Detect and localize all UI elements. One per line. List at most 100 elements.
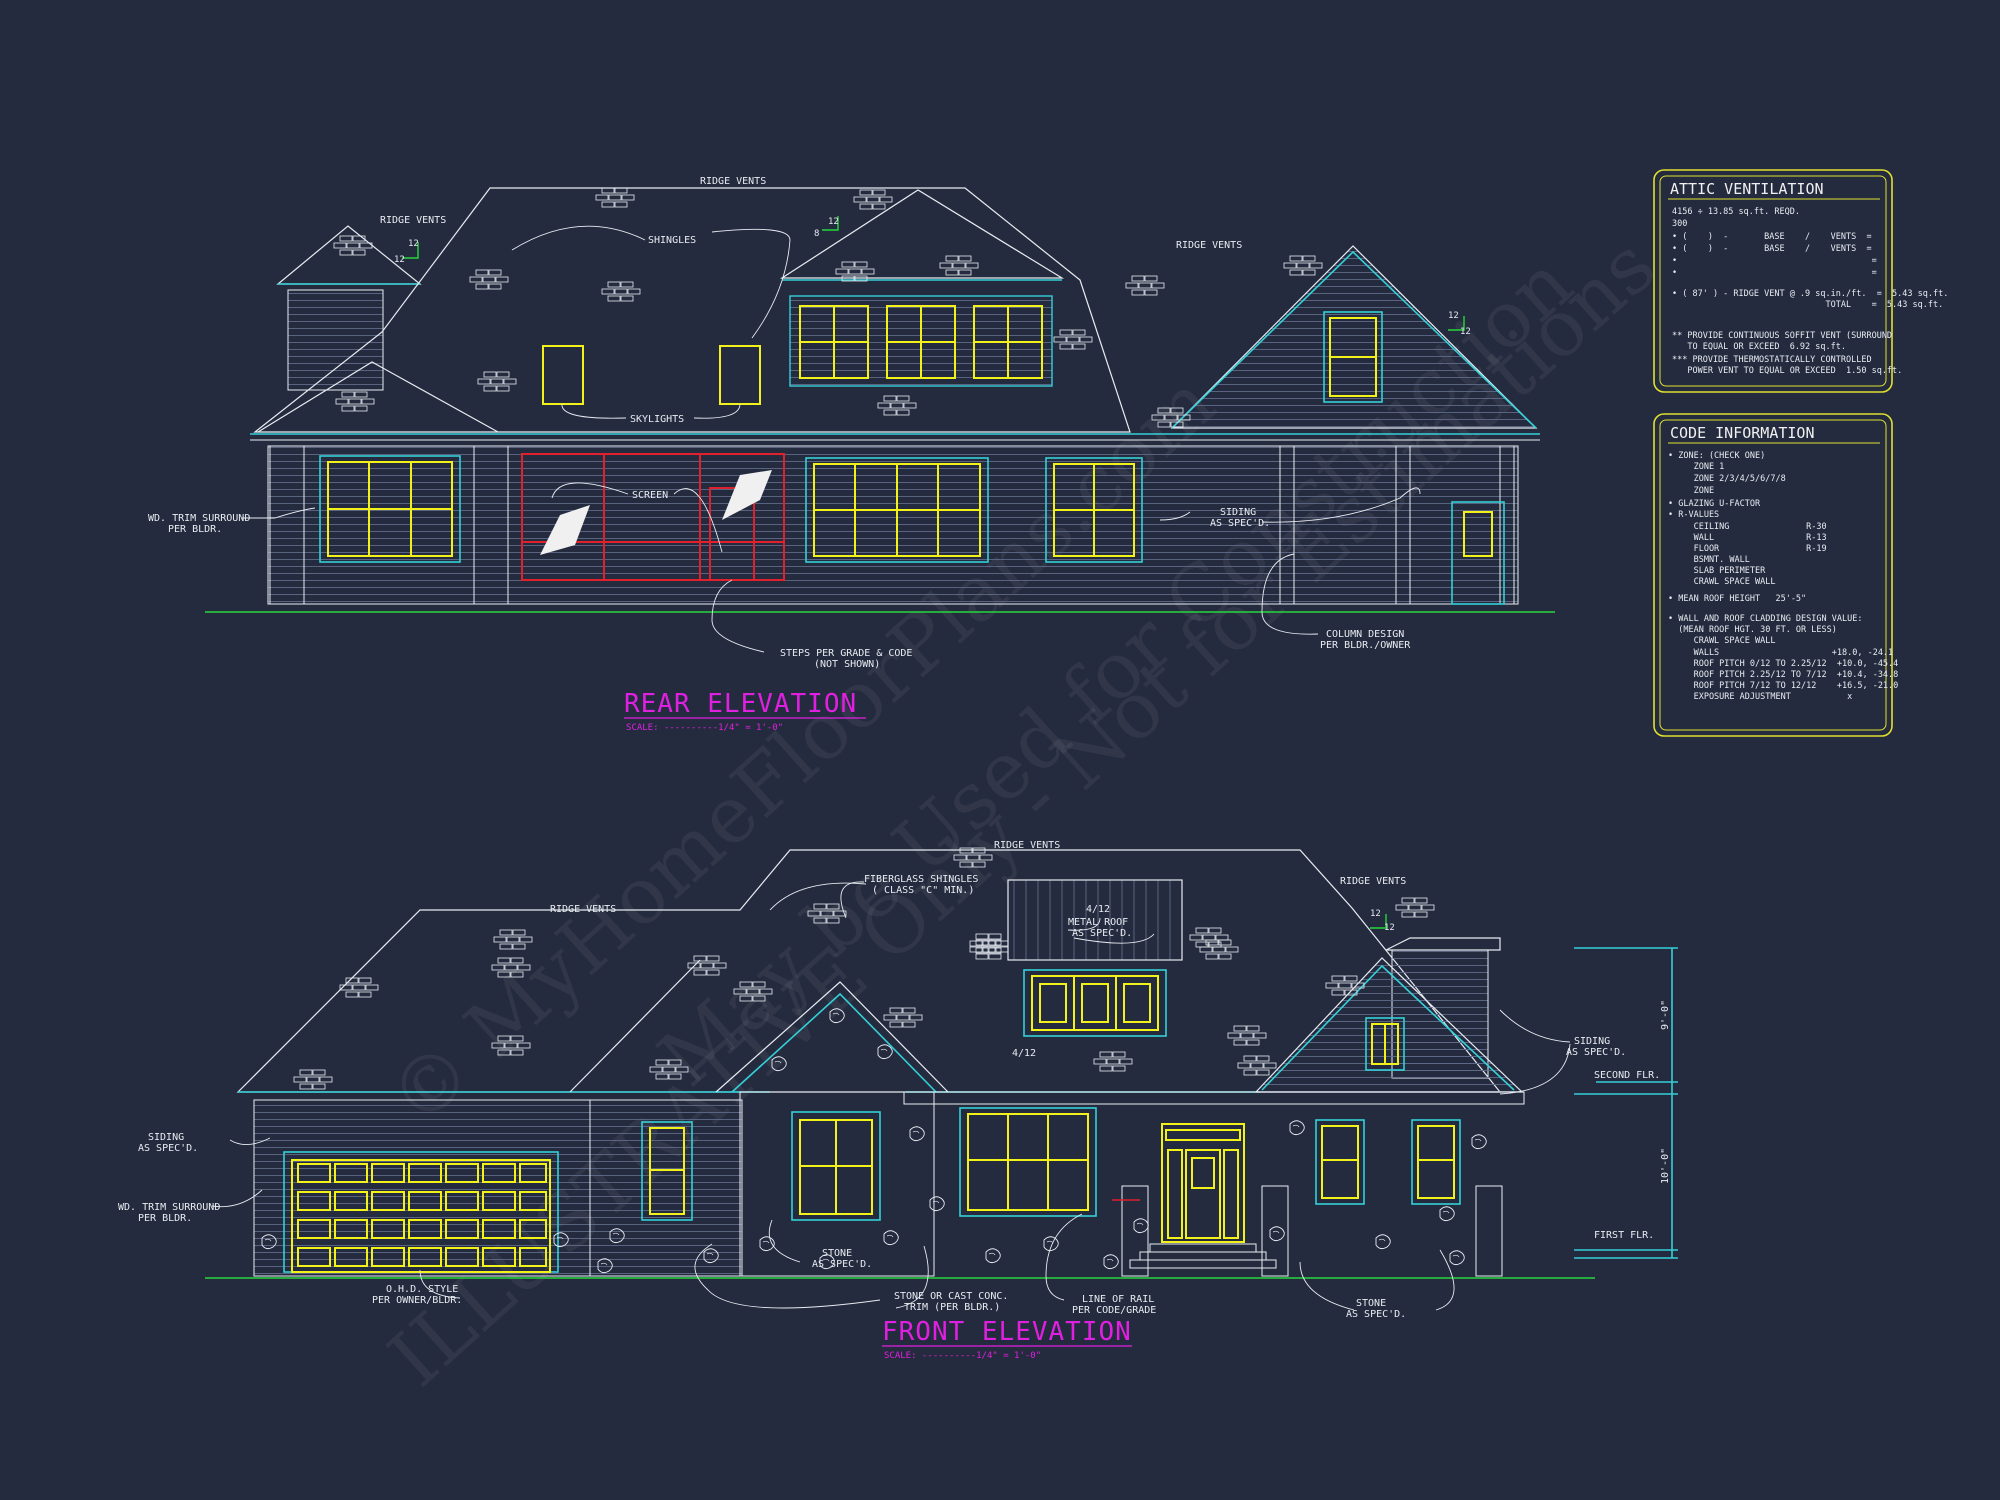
front-elevation-scale: SCALE: ----------1/4" = 1'-0": [884, 1351, 1041, 1361]
front-porch: [903, 1091, 1525, 1277]
rear-note-trim-2: PER BLDR.: [168, 524, 222, 535]
front-note-ridge-vents-top: RIDGE VENTS: [994, 840, 1060, 851]
rear-elevation: 12 12 8 12 12 12 RIDGE VENTS RIDGE VENTS: [148, 176, 1555, 733]
front-note-second-flr: SECOND FLR.: [1594, 1070, 1660, 1081]
front-note-ohd-2: PER OWNER/BLDR.: [372, 1295, 462, 1306]
front-note-trim-2: PER BLDR.: [138, 1213, 192, 1224]
rear-note-ridge-vents-right: RIDGE VENTS: [1176, 240, 1242, 251]
attic-line-9: ** PROVIDE CONTINUOUS SOFFIT VENT (SURRO…: [1672, 331, 1892, 341]
code-line-5: • R-VALUES: [1668, 510, 1719, 520]
front-note-ohd-1: O.H.D. STYLE: [386, 1284, 458, 1295]
front-note-metal-2: METAL ROOF: [1068, 917, 1128, 928]
rear-leaders: [242, 225, 1421, 653]
rear-note-skylights: SKYLIGHTS: [630, 414, 684, 425]
code-line-9: BSMNT. WALL: [1668, 555, 1750, 565]
code-line-15: • WALL AND ROOF CLADDING DESIGN VALUE:: [1668, 614, 1862, 624]
rear-pitch-markers: 12 12 8 12 12 12: [394, 216, 1471, 337]
rear-columns: [269, 445, 1515, 605]
front-height-dimensions: 9'-0" 10'-0": [1574, 947, 1678, 1259]
rear-window-left: [319, 455, 461, 563]
rear-dormer-windows: [799, 305, 1043, 379]
code-line-4: • GLAZING U-FACTOR: [1668, 499, 1761, 509]
front-note-stonecast-2: TRIM (PER BLDR.): [904, 1302, 1000, 1313]
front-note-ridge-vents-left: RIDGE VENTS: [550, 904, 616, 915]
front-metal-roof-dormer: [1007, 879, 1183, 1037]
rear-note-column-1: COLUMN DESIGN: [1326, 629, 1404, 640]
rear-note-siding-1: SIDING: [1220, 507, 1256, 518]
attic-ventilation-title: ATTIC VENTILATION: [1670, 180, 1824, 198]
code-line-17: CRAWL SPACE WALL: [1668, 636, 1775, 646]
code-line-18: WALLS +18.0, -24.1: [1668, 648, 1893, 658]
front-note-metal-3: AS SPEC'D.: [1072, 928, 1132, 939]
rear-main-roof: [253, 187, 1131, 433]
code-line-22: EXPOSURE ADJUSTMENT x: [1668, 692, 1852, 702]
code-line-11: CRAWL SPACE WALL: [1668, 577, 1775, 587]
front-note-pitch-412: 4/12: [1012, 1048, 1036, 1059]
front-window-right-2: [1411, 1119, 1461, 1205]
attic-line-11: *** PROVIDE THERMOSTATICALLY CONTROLLED: [1672, 355, 1872, 365]
front-note-fiberglass-1: FIBERGLASS SHINGLES: [864, 874, 978, 885]
rear-right-gable: [1170, 245, 1538, 429]
attic-line-3: • ( ) - BASE / VENTS =: [1672, 244, 1872, 254]
front-note-ridge-vents-right: RIDGE VENTS: [1340, 876, 1406, 887]
rear-note-siding-2: AS SPEC'D.: [1210, 518, 1270, 529]
svg-text:8: 8: [814, 229, 819, 239]
front-note-metal-1: 4/12: [1086, 904, 1110, 915]
attic-line-0: 4156 ÷ 13.85 sq.ft. REQD.: [1672, 207, 1800, 217]
rear-note-column-2: PER BLDR./OWNER: [1320, 640, 1411, 651]
code-line-16: (MEAN ROOF HGT. 30 FT. OR LESS): [1668, 625, 1837, 635]
front-elevation: 12 12 9'-0" 10'-0": [118, 840, 1678, 1361]
rear-screen-porch: [521, 453, 785, 581]
code-line-6: CEILING R-30: [1668, 522, 1827, 532]
code-line-21: ROOF PITCH 7/12 TO 12/12 +16.5, -21.0: [1668, 681, 1898, 691]
code-line-8: FLOOR R-19: [1668, 544, 1827, 554]
attic-line-1: 300: [1672, 219, 1687, 229]
rear-note-ridge-vents-top: RIDGE VENTS: [700, 176, 766, 187]
code-line-3: ZONE: [1668, 486, 1714, 496]
attic-line-4: • =: [1672, 256, 1877, 266]
dimension-lower: 10'-0": [1660, 1148, 1671, 1184]
code-line-2: ZONE 2/3/4/5/6/7/8: [1668, 474, 1786, 484]
attic-line-10: TO EQUAL OR EXCEED 6.92 sq.ft.: [1672, 342, 1846, 352]
front-pitch-markers: 12 12: [1370, 909, 1395, 933]
front-note-stone-mid-2: AS SPEC'D.: [812, 1259, 872, 1270]
rear-main-wall: [267, 445, 1519, 605]
rear-note-screen: SCREEN: [632, 490, 668, 501]
svg-text:12: 12: [1448, 311, 1459, 321]
code-line-13: • MEAN ROOF HEIGHT 25'-5": [1668, 594, 1806, 604]
attic-line-2: • ( ) - BASE / VENTS =: [1672, 232, 1872, 242]
front-garage-wall: [253, 1099, 591, 1277]
svg-text:12: 12: [828, 217, 839, 227]
front-note-trim-1: WD. TRIM SURROUND: [118, 1202, 220, 1213]
front-note-stone-right-1: STONE: [1356, 1298, 1386, 1309]
rear-note-steps-1: STEPS PER GRADE & CODE: [780, 648, 912, 659]
rear-note-ridge-vents-left: RIDGE VENTS: [380, 215, 446, 226]
front-note-stone-mid-1: STONE: [822, 1248, 852, 1259]
rear-elevation-scale: SCALE: ----------1/4" = 1'-0": [626, 723, 783, 733]
code-information-panel: CODE INFORMATION • ZONE: (CHECK ONE) ZON…: [1653, 413, 1898, 737]
rear-window-right: [1045, 457, 1143, 563]
code-line-19: ROOF PITCH 0/12 TO 2.25/12 +10.0, -45.4: [1668, 659, 1898, 669]
attic-line-7: TOTAL = 5.43 sq.ft.: [1672, 300, 1943, 310]
front-note-siding-right-1: SIDING: [1574, 1036, 1610, 1047]
front-note-stone-right-2: AS SPEC'D.: [1346, 1309, 1406, 1320]
front-note-siding-left-2: AS SPEC'D.: [138, 1143, 198, 1154]
code-line-1: ZONE 1: [1668, 462, 1724, 472]
front-center-stone-gable: [715, 981, 949, 1277]
front-note-rail-1: LINE OF RAIL: [1082, 1294, 1154, 1305]
front-garage-door: [283, 1151, 559, 1273]
rear-note-trim-1: WD. TRIM SURROUND: [148, 513, 250, 524]
front-elevation-title: FRONT ELEVATION: [882, 1317, 1132, 1347]
rear-note-shingles: SHINGLES: [648, 235, 696, 246]
front-window-right-1: [1315, 1119, 1365, 1205]
code-line-20: ROOF PITCH 2.25/12 TO 7/12 +10.4, -34.8: [1668, 670, 1898, 680]
rear-window-center: [805, 457, 989, 563]
rear-skylight-right: [719, 345, 761, 405]
code-line-7: WALL R-13: [1668, 533, 1827, 543]
attic-ventilation-panel: ATTIC VENTILATION 4156 ÷ 13.85 sq.ft. RE…: [1653, 169, 1948, 393]
attic-line-12: POWER VENT TO EQUAL OR EXCEED 1.50 sq.ft…: [1672, 366, 1902, 376]
rear-door: [1451, 501, 1505, 605]
svg-text:12: 12: [1384, 923, 1395, 933]
code-line-10: SLAB PERIMETER: [1668, 566, 1766, 576]
